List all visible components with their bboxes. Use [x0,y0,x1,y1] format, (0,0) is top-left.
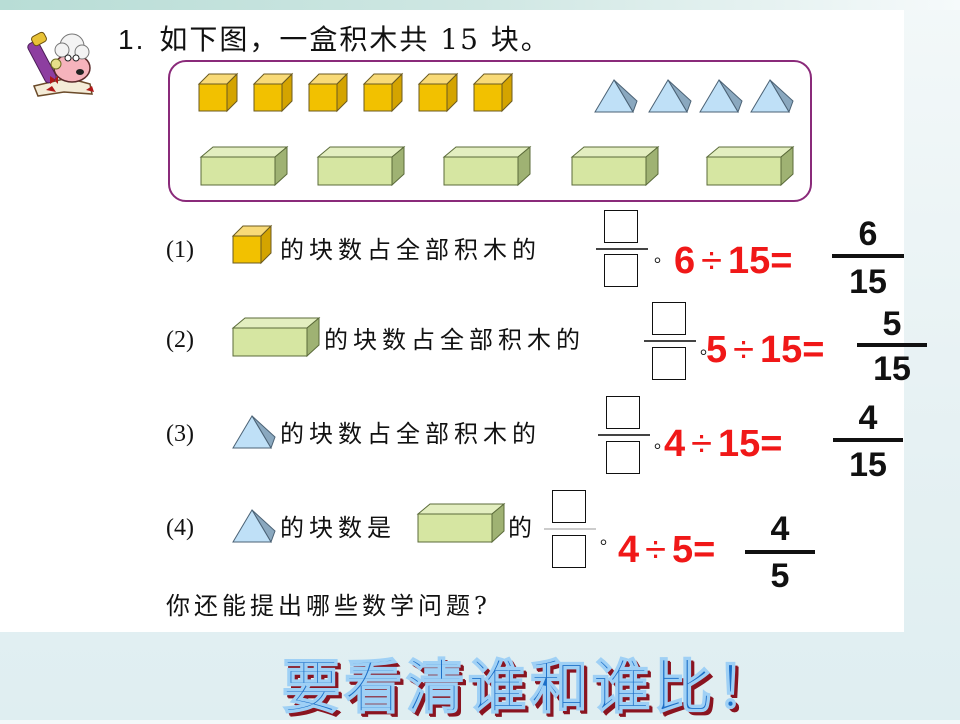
answer-denominator: 5 [770,557,790,595]
fraction-bar [598,434,650,436]
brick-block-icon [200,146,288,186]
cube-block-icon [308,73,348,112]
question-text-after: 的 [508,514,537,542]
numerator-blank[interactable] [552,490,586,523]
answer-equation: 4÷15= [664,423,783,465]
cube-block-icon [363,73,403,112]
question-text: 的块数占全部积木的 [280,420,541,448]
pyramid-block-icon [699,79,743,113]
answer-denominator: 15 [849,263,887,301]
answer-equation: 4÷5= [618,529,716,571]
denominator-blank[interactable] [652,347,686,380]
q1-cube-icon [232,225,272,264]
cube-block-icon [253,73,293,112]
denominator-blank[interactable] [552,535,586,568]
question-label: (3) [166,421,194,447]
answer-fraction-bar [745,550,815,554]
pyramid-block-icon [750,79,794,113]
fraction-bar [596,248,648,250]
answer-fraction-bar [833,438,903,442]
answer-denominator: 15 [849,446,887,484]
brick-block-icon [571,146,659,186]
problem-title: 1. 如下图，一盒积木共 15 块。 [118,18,551,58]
period: 。 [654,246,672,267]
answer-numerator: 6 [858,215,878,253]
brick-block-icon [317,146,405,186]
pyramid-block-icon [648,79,692,113]
question-label: (1) [166,237,194,263]
period: 。 [654,432,672,453]
answer-numerator: 5 [882,305,902,343]
q4-brick-icon [417,503,505,543]
pyramid-row [594,79,794,113]
answer-denominator: 15 [873,350,911,388]
answer-fraction-bar [857,343,927,347]
numerator-blank[interactable] [652,302,686,335]
sheep-mascot-icon [27,31,94,97]
cube-block-icon [418,73,458,112]
q3-pyramid-icon [232,415,276,449]
numerator-blank[interactable] [604,210,638,243]
problem-number: 1. [118,24,146,55]
question-text: 的块数占全部积木的 [324,326,585,354]
top-decorative-band [0,0,960,10]
answer-equation: 6÷15= [674,240,793,282]
slogan-banner: 要看清谁和谁比！ [281,652,779,722]
numerator-blank[interactable] [606,396,640,429]
brick-block-icon [706,146,794,186]
period: 。 [700,338,718,359]
problem-statement: 如下图，一盒积木共 15 块。 [159,23,551,56]
question-text: 的块数占全部积木的 [280,236,541,264]
answer-numerator: 4 [770,510,790,548]
question-label: (4) [166,515,194,541]
question-label: (2) [166,327,194,353]
brick-block-icon [443,146,531,186]
follow-up-question: 你还能提出哪些数学问题? [166,592,491,620]
question-text-before: 的块数是 [280,514,396,542]
fraction-bar [644,340,696,342]
denominator-blank[interactable] [606,441,640,474]
brick-row [200,146,794,186]
answer-equation: 5÷15= [706,329,825,371]
answer-numerator: 4 [858,399,878,437]
denominator-blank[interactable] [604,254,638,287]
q2-brick-icon [232,317,320,357]
period: 。 [600,528,618,549]
cube-block-icon [473,73,513,112]
cube-block-icon [198,73,238,112]
pyramid-block-icon [594,79,638,113]
q4-pyramid-icon [232,509,276,543]
fraction-bar [544,528,596,530]
answer-fraction-bar [832,254,904,258]
cube-row [198,73,513,112]
